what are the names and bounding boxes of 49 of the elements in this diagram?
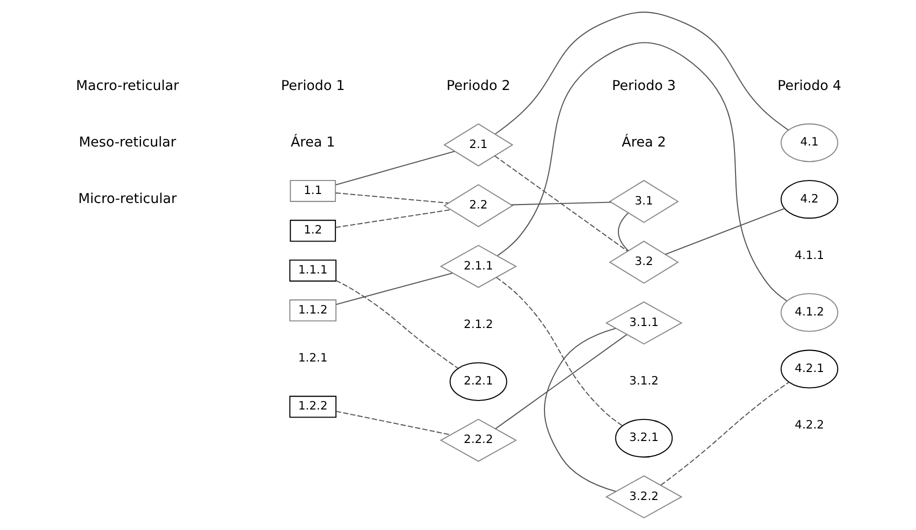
label: 4.1.1 [794,248,824,262]
node-box: 1.2.2 [288,396,336,418]
node-box: 1.1 [289,180,336,202]
label: 1.2.1 [298,350,328,365]
connector [335,192,448,204]
label: Meso-reticular [78,134,176,150]
node-diamond: 3.2 [608,240,678,284]
connector [617,212,628,252]
label: Área 1 [290,134,335,150]
connector [660,382,789,486]
node-box: 1.1.2 [288,299,336,322]
node-diamond: 3.2.2 [604,475,682,518]
label: 3.1.2 [628,374,658,388]
label: 4.2.2 [794,418,824,432]
connector [335,209,450,228]
label: Área 2 [621,134,666,150]
node-diamond: 3.1.1 [604,301,682,345]
connector [510,202,611,206]
label: Periodo 1 [280,78,344,94]
node-ellipse: 4.1.2 [780,293,838,332]
node-diamond: 2.2 [442,184,513,228]
connector [335,410,450,436]
node-ellipse: 4.1 [780,123,838,162]
node-ellipse: 2.2.1 [449,362,507,401]
connector [494,156,628,252]
label: Macro-reticular [75,78,178,94]
connector [496,277,622,426]
label: Periodo 3 [612,78,676,94]
node-diamond: 2.1 [442,123,513,166]
connector [335,280,458,369]
node-ellipse: 4.2 [780,180,838,219]
connector [494,334,626,430]
label: Micro-reticular [78,190,176,207]
connector [543,328,616,492]
label: Periodo 4 [777,78,841,94]
label: 2.1.2 [463,316,493,331]
node-ellipse: 3.2.1 [614,418,672,458]
connector [335,150,454,186]
connector [664,208,784,255]
node-diamond: 2.2.2 [439,418,517,462]
node-box: 1.1.1 [288,260,336,282]
label: Periodo 2 [446,78,510,94]
node-diamond: 2.1.1 [439,244,517,288]
node-box: 1.2 [289,220,336,242]
node-diamond: 3.1 [608,180,678,224]
connector [335,272,452,305]
connector [494,12,788,134]
node-ellipse: 4.2.1 [780,350,838,388]
connector [496,42,786,302]
